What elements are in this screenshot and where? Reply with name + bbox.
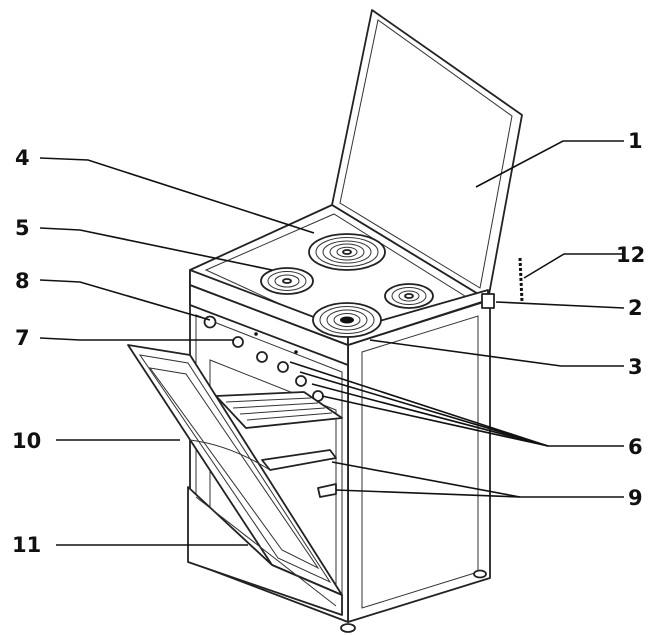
control-knob	[277, 361, 289, 373]
callout-7: 7	[15, 326, 30, 350]
callout-9: 9	[628, 486, 643, 510]
leader-lines	[39, 140, 625, 546]
callout-11: 11	[12, 533, 41, 557]
accessory-rod	[518, 257, 524, 303]
lid-hinge	[481, 293, 495, 309]
callout-2: 2	[628, 296, 643, 320]
callout-12: 12	[616, 243, 645, 267]
callout-8: 8	[15, 269, 30, 293]
storage-drawer	[187, 486, 343, 616]
hotplate-small-left	[260, 267, 314, 295]
indicator-lamp	[294, 350, 298, 354]
callout-6: 6	[628, 435, 643, 459]
control-knob	[295, 375, 307, 387]
oven-selector-knob	[232, 336, 244, 348]
callout-3: 3	[628, 355, 643, 379]
hotplate-large-rear	[308, 233, 386, 271]
callout-5: 5	[15, 216, 30, 240]
hotplate-large-front	[312, 302, 382, 338]
indicator-lamp	[254, 332, 258, 336]
callout-4: 4	[15, 146, 30, 170]
hotplate-small-right	[384, 283, 434, 309]
callout-10: 10	[12, 429, 41, 453]
oven-interior	[209, 359, 343, 591]
control-knob	[256, 351, 268, 363]
callout-1: 1	[628, 129, 643, 153]
hob-top	[189, 204, 489, 346]
